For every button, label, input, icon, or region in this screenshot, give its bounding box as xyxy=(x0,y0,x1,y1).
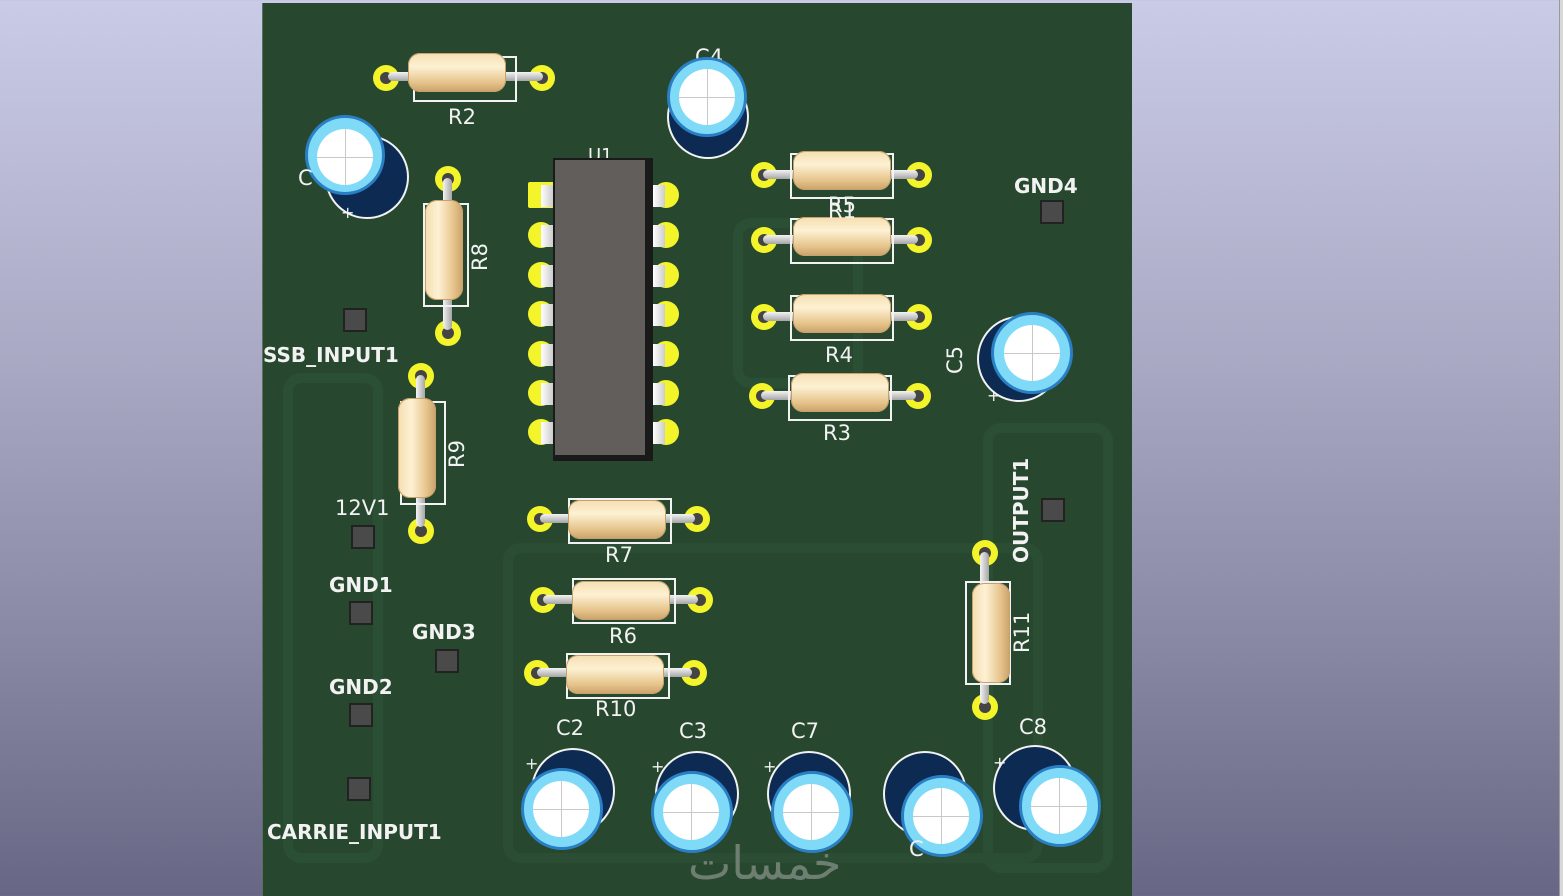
gnd1-label: GND1 xyxy=(329,573,393,597)
c5-plus: + xyxy=(987,386,1001,405)
12v1-label: 12V1 xyxy=(335,496,390,520)
c3-label: C3 xyxy=(679,719,708,743)
r8-label: R8 xyxy=(468,243,492,271)
pcb-board[interactable]: R2 C + R8 U1 xyxy=(262,3,1132,896)
watermark: خمسات xyxy=(688,836,843,890)
gnd4-label: GND4 xyxy=(1014,174,1078,198)
c1-label: C xyxy=(298,166,313,190)
r5-label: R5 xyxy=(828,193,856,217)
gnd3-label: GND3 xyxy=(412,620,476,644)
c8-label: C8 xyxy=(1019,715,1048,739)
c2-label: C2 xyxy=(556,716,585,740)
c3-plus: + xyxy=(651,757,665,776)
carrie-input1-label: CARRIE_INPUT1 xyxy=(267,820,442,844)
c6-label: C xyxy=(909,837,924,861)
r9-label: R9 xyxy=(445,440,469,468)
ic-body xyxy=(553,158,653,461)
output1-label: OUTPUT1 xyxy=(1009,457,1033,563)
c5-label: C5 xyxy=(943,345,967,374)
c1-plus: + xyxy=(341,203,355,222)
r1-label: R1 xyxy=(828,199,856,223)
r2-label: R2 xyxy=(448,105,476,129)
viewport-edge xyxy=(1559,0,1563,896)
r10-label: R10 xyxy=(595,697,637,721)
r6-label: R6 xyxy=(609,624,637,648)
ssb-input1-label: SSB_INPUT1 xyxy=(263,343,399,367)
c7-label: C7 xyxy=(791,719,820,743)
c2-plus: + xyxy=(525,754,539,773)
c8-plus: + xyxy=(993,753,1007,772)
r3-label: R3 xyxy=(823,421,851,445)
c7-plus: + xyxy=(763,757,777,776)
gnd2-label: GND2 xyxy=(329,675,393,699)
r7-label: R7 xyxy=(605,543,633,567)
r11-label: R11 xyxy=(1010,611,1034,653)
r4-label: R4 xyxy=(825,343,853,367)
